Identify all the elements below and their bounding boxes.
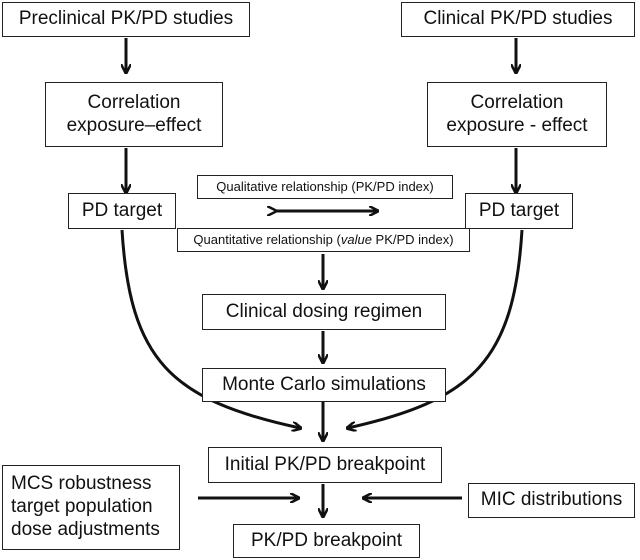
monte-carlo-label: Monte Carlo simulations <box>222 373 426 395</box>
initial-breakpoint-box: Initial PK/PD breakpoint <box>208 447 442 483</box>
pd-target-right-label: PD target <box>478 199 560 221</box>
correlation-right-line-1: Correlation <box>470 91 564 113</box>
mic-distributions-label: MIC distributions <box>480 489 623 511</box>
initial-breakpoint-label: Initial PK/PD breakpoint <box>224 453 426 475</box>
correlation-left-line-1: Correlation <box>87 91 181 113</box>
mcs-line-2: target population <box>11 496 153 518</box>
preclinical-studies-box: Preclinical PK/PD studies <box>2 2 250 37</box>
quantitative-suffix: PK/PD index) <box>371 232 454 248</box>
quantitative-italic: value <box>340 232 372 248</box>
dosing-regimen-label: Clinical dosing regimen <box>225 300 423 322</box>
pd-target-left-box: PD target <box>68 193 176 229</box>
curve-pd-target-left-to-initial-bp <box>120 229 300 428</box>
curve-pd-target-right-to-initial-bp <box>348 229 524 428</box>
quantitative-relationship-label: Quantitative relationship (value PK/PD i… <box>193 232 453 248</box>
clinical-studies-label: Clinical PK/PD studies <box>423 8 613 30</box>
final-breakpoint-label: PK/PD breakpoint <box>250 529 403 551</box>
preclinical-studies-label: Preclinical PK/PD studies <box>18 8 234 30</box>
mcs-box: MCS robustness target population dose ad… <box>2 465 180 550</box>
clinical-studies-box: Clinical PK/PD studies <box>401 2 635 37</box>
quantitative-relationship-box: Quantitative relationship (value PK/PD i… <box>177 228 470 252</box>
monte-carlo-box: Monte Carlo simulations <box>202 368 446 402</box>
correlation-left-line-2: exposure–effect <box>66 114 202 136</box>
quantitative-prefix: Quantitative relationship ( <box>193 232 341 248</box>
final-breakpoint-box: PK/PD breakpoint <box>233 524 420 558</box>
qualitative-relationship-label: Qualitative relationship (PK/PD index) <box>216 179 434 195</box>
qualitative-relationship-box: Qualitative relationship (PK/PD index) <box>197 175 453 199</box>
correlation-left-box: Correlation exposure–effect <box>45 82 223 147</box>
pd-target-left-label: PD target <box>81 199 163 221</box>
mcs-line-3: dose adjustments <box>11 518 160 540</box>
correlation-right-line-2: exposure - effect <box>446 114 588 136</box>
dosing-regimen-box: Clinical dosing regimen <box>202 294 446 330</box>
mcs-line-1: MCS robustness <box>11 473 152 495</box>
mic-distributions-box: MIC distributions <box>468 483 635 518</box>
pd-target-right-box: PD target <box>465 193 573 229</box>
correlation-right-box: Correlation exposure - effect <box>427 82 607 147</box>
